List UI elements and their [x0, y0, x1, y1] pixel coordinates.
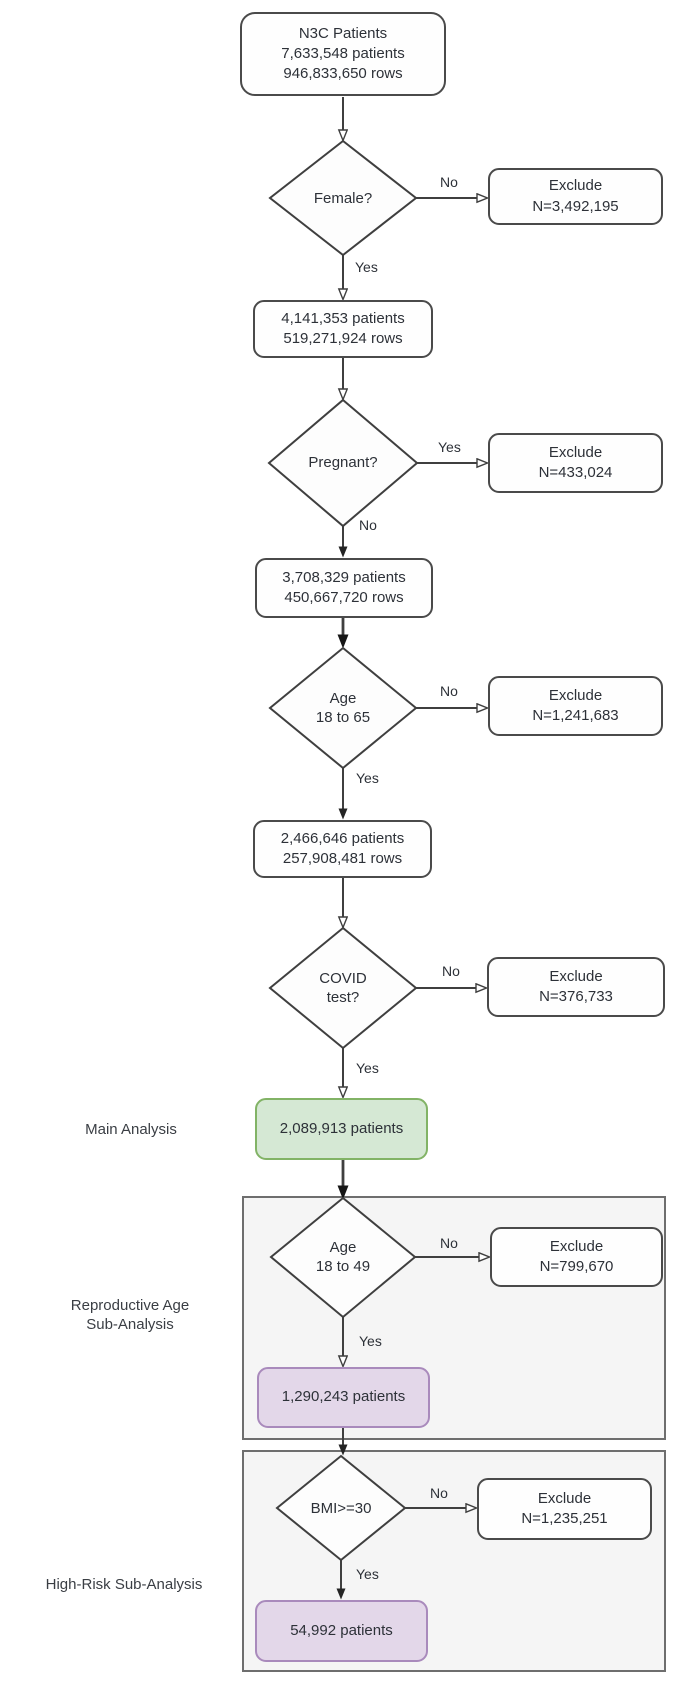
- node-line: 2,089,913 patients: [279, 1119, 404, 1137]
- edge-label-covid-no: No: [442, 963, 460, 979]
- side-label-main-analysis: Main Analysis: [40, 1121, 222, 1140]
- node-after-female: 4,141,353 patients 519,271,924 rows: [253, 300, 433, 358]
- decision-text: 18 to 49: [315, 1258, 371, 1275]
- node-highrisk-cohort: 54,992 patients: [255, 1600, 428, 1662]
- node-line: Exclude: [537, 1489, 592, 1507]
- edge-label-bmi-no: No: [430, 1485, 448, 1501]
- side-label-text: Main Analysis: [85, 1121, 177, 1138]
- node-repro-cohort: 1,290,243 patients: [257, 1367, 430, 1428]
- edge-label-female-yes: Yes: [355, 259, 378, 275]
- node-main-cohort: 2,089,913 patients: [255, 1098, 428, 1160]
- node-exclude-female: Exclude N=3,492,195: [488, 168, 663, 225]
- node-line: 450,667,720 rows: [284, 589, 404, 606]
- decision-pregnant-label: Pregnant?: [273, 452, 413, 474]
- node-line: 7,633,548 patients: [281, 44, 405, 62]
- edge-label-pregnant-no: No: [359, 517, 377, 533]
- node-line: N3C Patients: [298, 24, 388, 42]
- decision-text: COVID: [319, 970, 367, 988]
- decision-text: 18 to 65: [315, 709, 371, 726]
- decision-text: Female?: [313, 189, 373, 207]
- decision-age49-label: Age 18 to 49: [273, 1238, 413, 1278]
- edge-label-age49-no: No: [440, 1235, 458, 1251]
- node-line: 257,908,481 rows: [282, 850, 403, 867]
- node-n3c-patients: N3C Patients 7,633,548 patients 946,833,…: [240, 12, 446, 96]
- edge-label-bmi-yes: Yes: [356, 1566, 379, 1582]
- decision-bmi-shape: [275, 1454, 407, 1562]
- node-line: N=3,492,195: [532, 197, 619, 215]
- node-line: 2,466,646 patients: [280, 829, 405, 847]
- node-exclude-bmi: Exclude N=1,235,251: [477, 1478, 652, 1540]
- decision-text: Pregnant?: [308, 453, 378, 471]
- decision-age49-shape: [269, 1196, 417, 1319]
- node-line: 4,141,353 patients: [281, 309, 405, 327]
- node-line: 946,833,650 rows: [283, 65, 403, 83]
- decision-age65-shape: [268, 646, 418, 770]
- node-line: N=1,241,683: [532, 707, 619, 724]
- decision-covid-shape: [268, 926, 418, 1050]
- node-line: 3,708,329 patients: [282, 568, 406, 586]
- node-line: N=433,024: [538, 464, 613, 481]
- node-line: N=799,670: [539, 1258, 614, 1275]
- decision-text: BMI>=30: [310, 1499, 372, 1517]
- node-exclude-covid: Exclude N=376,733: [487, 957, 665, 1017]
- decision-text: Age: [329, 1239, 357, 1257]
- decision-text: Age: [329, 690, 357, 708]
- side-label-high-risk: High-Risk Sub-Analysis: [18, 1576, 230, 1595]
- node-exclude-age49: Exclude N=799,670: [490, 1227, 663, 1287]
- node-exclude-pregnant: Exclude N=433,024: [488, 433, 663, 493]
- node-line: Exclude: [548, 177, 603, 195]
- node-line: Exclude: [548, 686, 603, 704]
- side-label-reproductive-age: Reproductive Age Sub-Analysis: [28, 1297, 232, 1335]
- node-line: Exclude: [549, 1237, 604, 1255]
- edge-label-pregnant-yes: Yes: [438, 439, 461, 455]
- edge-label-age65-yes: Yes: [356, 770, 379, 786]
- node-line: N=1,235,251: [521, 1510, 608, 1527]
- decision-pregnant-shape: [267, 398, 419, 528]
- decision-text: test?: [326, 989, 360, 1006]
- side-label-text: High-Risk Sub-Analysis: [45, 1576, 203, 1593]
- node-line: N=376,733: [539, 988, 613, 1005]
- decision-age65-label: Age 18 to 65: [273, 689, 413, 729]
- node-after-age65: 2,466,646 patients 257,908,481 rows: [253, 820, 432, 878]
- node-line: Exclude: [549, 967, 603, 985]
- side-label-text: Sub-Analysis: [86, 1315, 174, 1333]
- node-line: 54,992 patients: [290, 1621, 393, 1639]
- decision-female-label: Female?: [273, 188, 413, 210]
- node-after-pregnant: 3,708,329 patients 450,667,720 rows: [255, 558, 433, 618]
- edge-label-covid-yes: Yes: [356, 1060, 379, 1076]
- node-line: 519,271,924 rows: [283, 330, 403, 347]
- node-exclude-age65: Exclude N=1,241,683: [488, 676, 663, 736]
- edge-label-age49-yes: Yes: [359, 1333, 382, 1349]
- decision-female-shape: [268, 139, 418, 257]
- node-line: Exclude: [548, 443, 603, 461]
- edge-label-age65-no: No: [440, 683, 458, 699]
- side-label-text: Reproductive Age: [70, 1297, 190, 1314]
- edge-label-female-no: No: [440, 174, 458, 190]
- decision-covid-label: COVID test?: [273, 969, 413, 1009]
- decision-bmi-label: BMI>=30: [271, 1498, 411, 1520]
- node-line: 1,290,243 patients: [281, 1388, 406, 1406]
